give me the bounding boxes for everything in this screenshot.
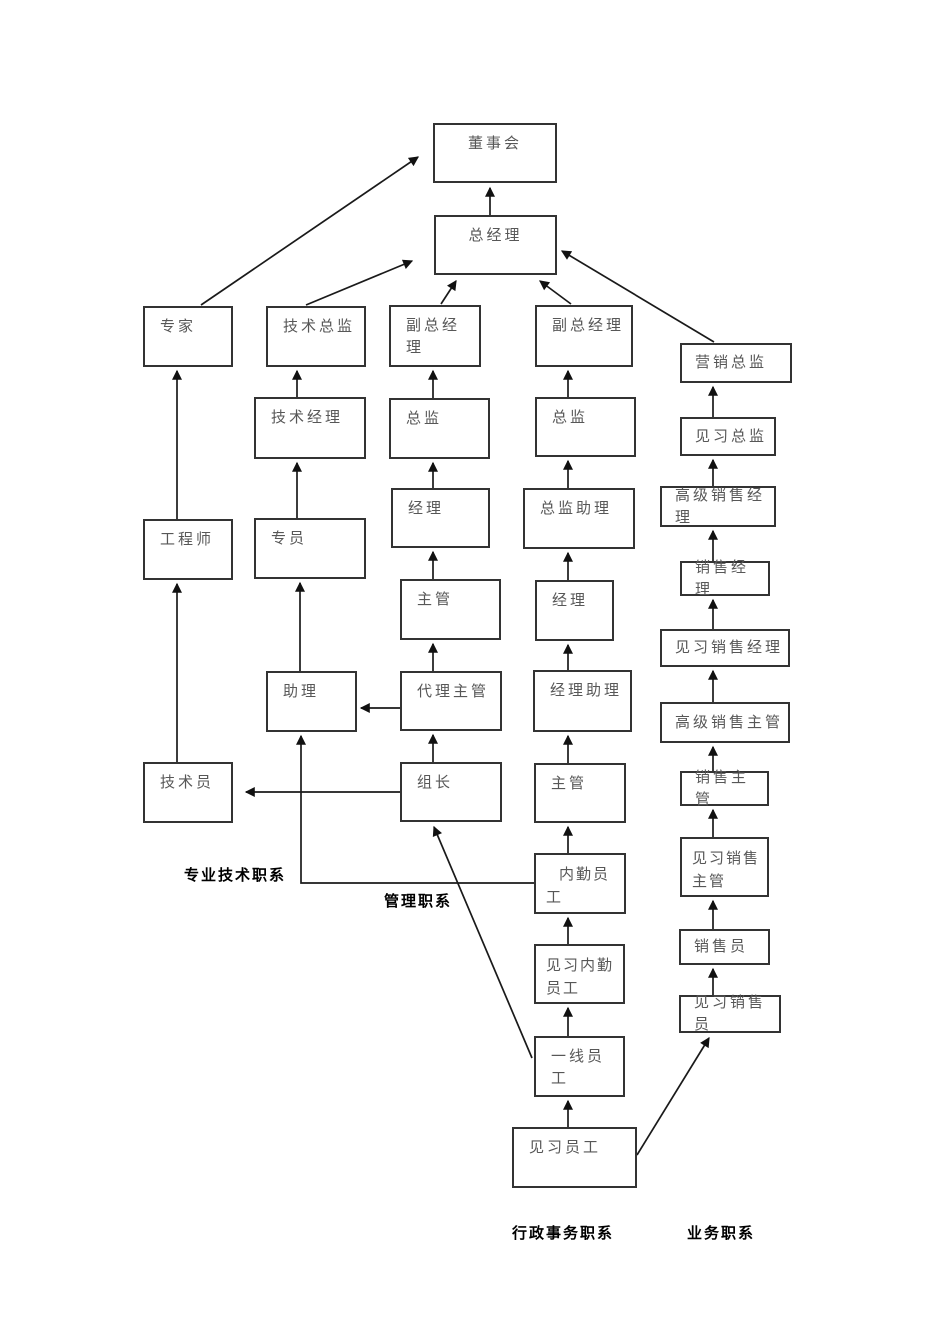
node-office-staff: 内勤员工 — [534, 853, 626, 914]
label-business: 业务职系 — [687, 1224, 756, 1242]
edge-deputy-gm-1-to-general-manager — [440, 279, 457, 305]
edge-deputy-gm-2-to-general-manager — [539, 280, 572, 305]
node-trainee-salesperson: 见习销售员 — [679, 993, 781, 1033]
node-senior-sales-manager: 高级销售经理 — [660, 486, 776, 527]
edge-trainee-staff-to-trainee-salesperson — [636, 1036, 710, 1156]
node-tech-manager: 技术经理 — [254, 397, 366, 459]
node-marketing-director: 营销总监 — [680, 343, 792, 383]
node-frontline-staff: 一线员工 — [534, 1036, 625, 1097]
node-trainee-sales-manager: 见习销售经理 — [660, 629, 790, 667]
node-supervisor-1: 主管 — [400, 579, 501, 640]
node-trainee-office-staff: 见习内勤员工 — [534, 944, 625, 1004]
node-manager-2: 经理 — [535, 580, 614, 641]
node-deputy-gm-2: 副总经理 — [535, 305, 633, 367]
node-trainee-director: 见习总监 — [680, 417, 776, 456]
edge-expert-to-board — [200, 156, 419, 306]
node-manager-assistant: 经理助理 — [533, 670, 632, 732]
node-director-assistant: 总监助理 — [523, 488, 635, 549]
node-supervisor-2: 主管 — [534, 763, 626, 823]
node-tech-director: 技术总监 — [266, 306, 366, 367]
node-salesperson: 销售员 — [679, 929, 770, 965]
node-director-2: 总监 — [535, 397, 636, 457]
node-trainee-sales-supervisor: 见习销售主管 — [680, 837, 769, 897]
label-prof-tech: 专业技术职系 — [184, 866, 287, 884]
node-technician: 技术员 — [143, 762, 233, 823]
node-team-leader: 组长 — [400, 762, 502, 822]
node-deputy-gm-1: 副总经理 — [389, 305, 481, 367]
node-acting-supervisor: 代理主管 — [400, 671, 502, 731]
node-manager-1: 经理 — [391, 488, 490, 548]
node-senior-sales-supervisor: 高级销售主管 — [660, 702, 790, 743]
edges-group — [172, 156, 718, 1156]
node-expert: 专家 — [143, 306, 233, 367]
node-sales-manager: 销售经理 — [680, 558, 770, 598]
node-engineer: 工程师 — [143, 519, 233, 580]
node-sales-supervisor: 销售主管 — [680, 768, 769, 808]
label-admin: 行政事务职系 — [512, 1224, 615, 1242]
edge-office-staff-to-assistant — [296, 734, 534, 884]
node-director-1: 总监 — [389, 398, 490, 459]
node-general-manager: 总经理 — [434, 215, 557, 275]
edge-tech-director-to-general-manager — [305, 259, 414, 306]
edge-frontline-staff-to-team-leader — [432, 825, 533, 1059]
node-assistant: 助理 — [266, 671, 357, 732]
edge-marketing-director-to-general-manager — [560, 250, 715, 343]
node-trainee-staff: 见习员工 — [512, 1127, 637, 1188]
label-management: 管理职系 — [384, 892, 453, 910]
node-specialist: 专员 — [254, 518, 366, 579]
node-board: 董事会 — [433, 123, 557, 183]
